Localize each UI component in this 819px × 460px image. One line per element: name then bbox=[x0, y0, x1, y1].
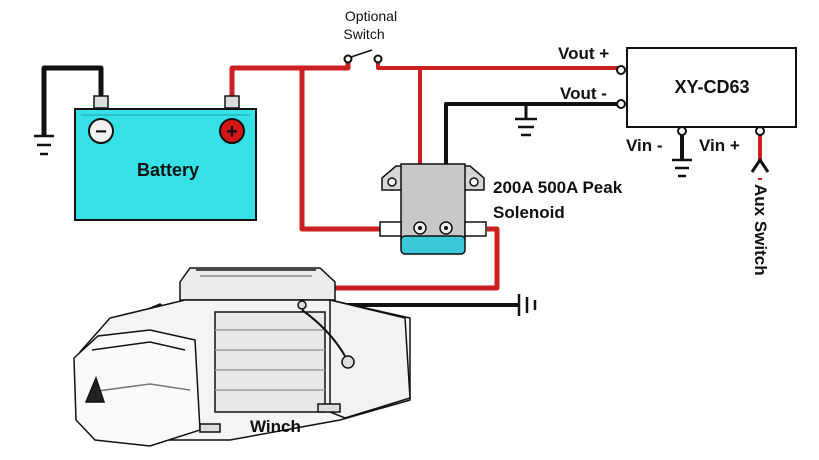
vin-neg-label: Vin - bbox=[626, 136, 663, 155]
battery-label: Battery bbox=[137, 160, 199, 180]
battery-pos-wire bbox=[229, 62, 351, 97]
winch-drum bbox=[214, 311, 326, 413]
battery-neg-icon bbox=[88, 118, 114, 144]
solenoid-base bbox=[400, 235, 466, 255]
ground-winch-icon bbox=[517, 294, 537, 316]
switch-label-line2: Switch bbox=[343, 26, 384, 42]
winch-terminal-neg bbox=[341, 355, 355, 369]
winch-top-housing bbox=[179, 267, 336, 301]
vout-pos-label: Vout + bbox=[558, 44, 609, 63]
solenoid-label-line1: 200A 500A Peak bbox=[493, 178, 623, 197]
battery-to-solenoid-wire bbox=[299, 68, 384, 232]
battery-post-neg bbox=[93, 95, 109, 109]
xy-cd63-module: XY-CD63 bbox=[616, 47, 797, 136]
aux-switch-contact bbox=[750, 158, 770, 173]
vout-pos-terminal bbox=[616, 65, 626, 75]
solenoid-terminal-right bbox=[464, 221, 487, 237]
switch-to-vout-pos-wire bbox=[376, 62, 621, 70]
switch-contact-left bbox=[343, 54, 353, 64]
vout-neg-label: Vout - bbox=[560, 84, 607, 103]
solenoid-label-line2: Solenoid bbox=[493, 203, 565, 222]
winch bbox=[73, 267, 411, 447]
module-label: XY-CD63 bbox=[674, 77, 749, 97]
vin-pos-label: Vin + bbox=[699, 136, 740, 155]
switch-label-line1: Optional bbox=[345, 8, 397, 24]
battery-pos-icon bbox=[219, 118, 245, 144]
wires bbox=[41, 62, 770, 307]
battery: − + Battery bbox=[74, 95, 257, 221]
solenoid-terminal-left bbox=[379, 221, 402, 237]
solenoid bbox=[379, 163, 487, 255]
winch-motor bbox=[329, 299, 411, 419]
solenoid-to-winch-wire bbox=[330, 226, 500, 291]
battery-post-pos bbox=[224, 95, 240, 109]
module-box bbox=[626, 47, 797, 128]
battery-neg-symbol: − bbox=[95, 121, 107, 143]
optional-switch bbox=[343, 49, 383, 64]
vout-neg-terminal bbox=[616, 99, 626, 109]
battery-neg-wire bbox=[41, 65, 104, 135]
ground-battery-icon bbox=[34, 134, 54, 156]
switch-contact-right bbox=[373, 54, 383, 64]
ground-vout-icon bbox=[515, 117, 537, 137]
winch-label: Winch bbox=[250, 417, 301, 436]
vin-neg-terminal bbox=[677, 126, 687, 136]
winch-logo-icon bbox=[84, 375, 106, 403]
battery-pos-symbol: + bbox=[226, 121, 238, 143]
winch-terminal-pos bbox=[297, 300, 307, 310]
ground-vin-icon bbox=[672, 158, 692, 178]
solenoid-body bbox=[400, 163, 466, 241]
vin-pos-terminal bbox=[755, 126, 765, 136]
switch-lever bbox=[350, 49, 373, 58]
aux-switch-label: Aux Switch bbox=[751, 184, 770, 276]
